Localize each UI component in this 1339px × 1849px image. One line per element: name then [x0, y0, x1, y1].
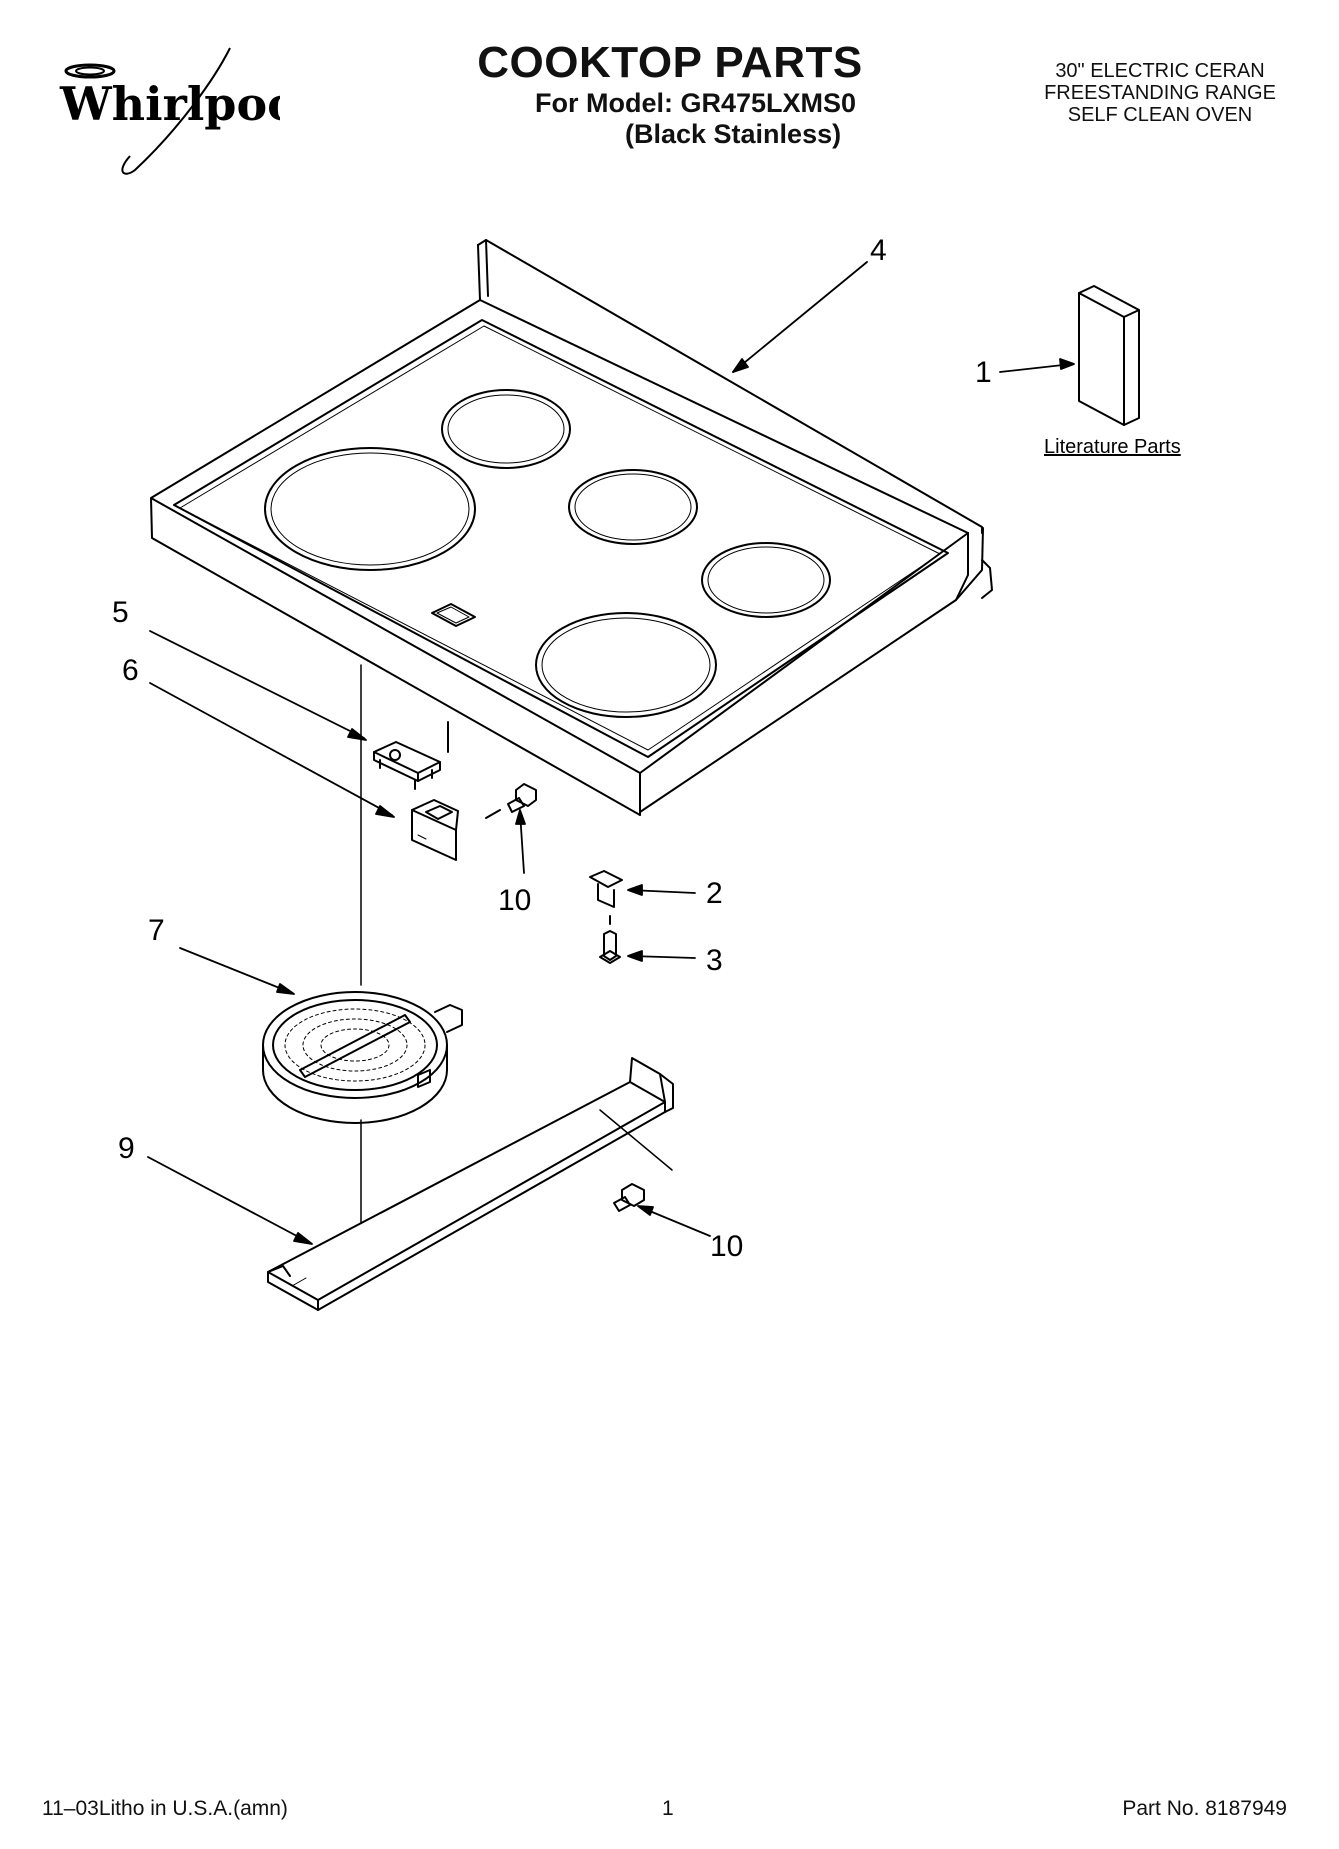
- brand-wordmark: Whirlpool: [59, 77, 280, 131]
- clip-nut: [589, 870, 623, 925]
- screw-upper: [507, 783, 537, 813]
- callout-1: 1: [975, 356, 992, 389]
- callout-6: 6: [122, 654, 139, 687]
- screw-small: [599, 930, 621, 964]
- description-line: FREESTANDING RANGE: [1044, 82, 1276, 104]
- callout-2: 2: [706, 877, 723, 910]
- hot-surface-switch: [373, 721, 449, 790]
- callout-7: 7: [148, 914, 165, 947]
- callout-3: 3: [706, 944, 723, 977]
- model-number: For Model: GR475LXMS0: [535, 88, 857, 118]
- product-description: 30" ELECTRIC CERAN FREESTANDING RANGE SE…: [1000, 60, 1320, 126]
- callout-9: 9: [118, 1132, 135, 1165]
- literature-pack: Literature Parts: [1044, 285, 1181, 458]
- screw-lower: [613, 1183, 645, 1212]
- callout-5: 5: [112, 596, 129, 629]
- switch-bracket: [411, 799, 501, 861]
- description-line: 30" ELECTRIC CERAN: [1055, 60, 1265, 82]
- cooktop-assembly: [150, 239, 993, 816]
- support-bracket: [267, 1057, 674, 1311]
- page-title: COOKTOP PARTS: [477, 38, 863, 87]
- litho-info: 11–03Litho in U.S.A.(amn): [42, 1797, 288, 1820]
- whirlpool-logo: Whirlpool: [59, 47, 280, 175]
- callout-10-upper: 10: [498, 884, 531, 917]
- callout-10-lower: 10: [710, 1230, 743, 1263]
- radiant-element: [262, 991, 463, 1124]
- callout-leaders: [147, 261, 1075, 1245]
- description-line: SELF CLEAN OVEN: [1067, 104, 1253, 126]
- model-finish: (Black Stainless): [625, 119, 842, 149]
- part-number: Part No. 8187949: [1122, 1797, 1287, 1820]
- callout-4: 4: [870, 234, 887, 267]
- literature-parts-label: Literature Parts: [1044, 436, 1181, 458]
- page-number: 1: [662, 1797, 674, 1820]
